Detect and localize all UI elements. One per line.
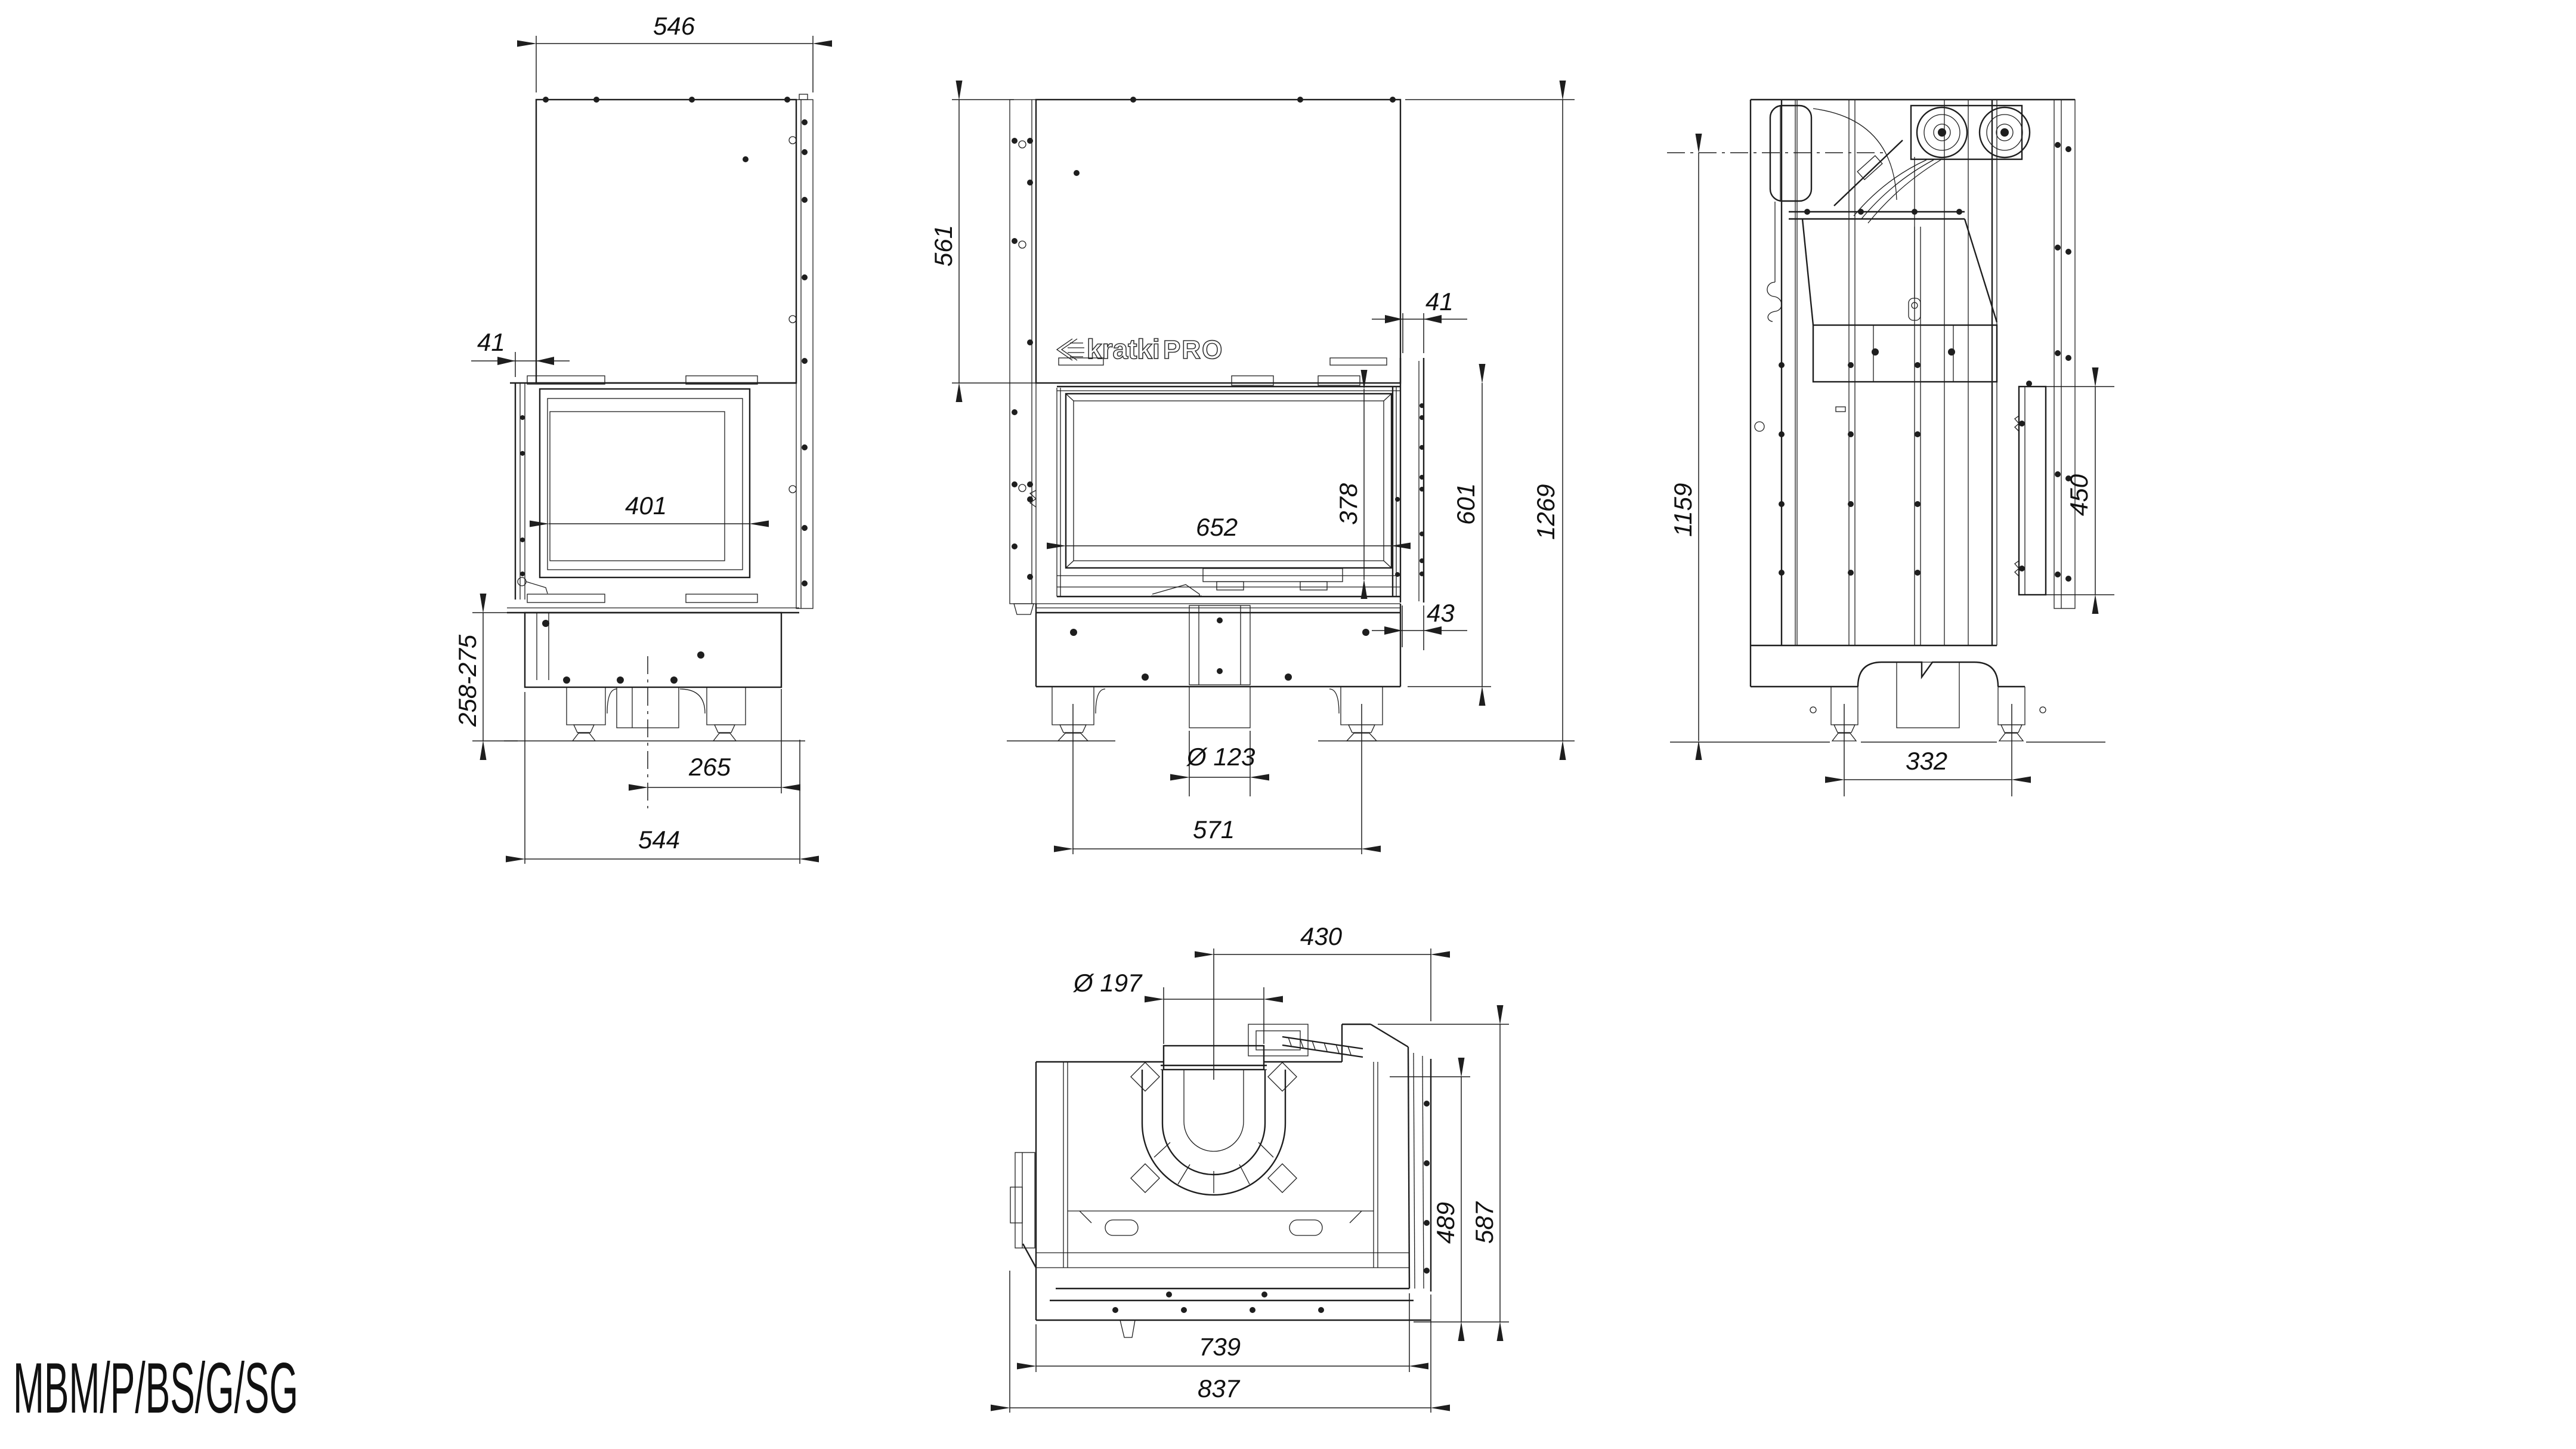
logo-kratki: kratki [1087,333,1160,364]
side-glass-strip [2014,381,2047,596]
dim-front-561: 561 [929,225,957,267]
fan-assembly [1910,104,2031,160]
rear-view-dimensions: 1159 450 332 [1669,134,2114,796]
side-glass-screws [1420,403,1424,576]
dim-front-41: 41 [1425,288,1454,316]
rear-bracket-screws [2055,142,2071,582]
top-view-dimensions: 430 Ø 197 489 587 739 837 [991,922,1509,1413]
page-title: MBM/P/BS/G/SG [13,1348,298,1428]
dim-left-544: 544 [638,826,680,854]
dim-top-739: 739 [1199,1333,1241,1361]
dim-left-546: 546 [653,12,695,40]
rear-plate-screws [788,119,808,586]
dim-top-587: 587 [1470,1201,1498,1244]
dim-left-41: 41 [477,328,505,356]
dim-rear-450: 450 [2065,474,2093,516]
view-front: kratki PRO [1007,97,1575,742]
front-view-dimensions: 561 41 652 378 43 601 1269 Ø 123 571 [929,81,1575,854]
front-left-plate-screws [1012,138,1033,580]
brand-logo: kratki PRO [1056,333,1223,365]
rear-panel-screws [1779,362,1921,576]
logo-pro: PRO [1163,335,1223,364]
dim-front-378: 378 [1334,483,1362,525]
left-view-legs [566,687,746,742]
handle-rod [1282,1036,1363,1058]
dim-top-489: 489 [1431,1202,1459,1244]
dim-top-837: 837 [1198,1374,1241,1402]
view-side-left [504,94,814,808]
dim-top-197: Ø 197 [1072,969,1143,997]
dim-front-43: 43 [1427,599,1455,627]
dim-left-265: 265 [688,753,731,781]
dim-left-401: 401 [625,492,667,520]
dim-rear-1159: 1159 [1669,483,1697,537]
dim-front-1269: 1269 [1532,484,1560,540]
dim-front-123: Ø 123 [1186,743,1255,771]
dim-front-652: 652 [1196,513,1238,541]
firebox-horseshoe [1130,1062,1297,1196]
left-view-dimensions: 546 41 401 258-275 265 544 [453,12,832,864]
view-rear [1667,98,2105,743]
front-view-legs [1052,687,1383,742]
dim-front-571: 571 [1193,815,1235,844]
view-top [1010,1023,1432,1338]
dim-left-258-275: 258-275 [453,634,481,727]
dim-rear-332: 332 [1906,747,1947,775]
dim-front-601: 601 [1452,483,1480,525]
dim-top-430: 430 [1300,922,1343,950]
